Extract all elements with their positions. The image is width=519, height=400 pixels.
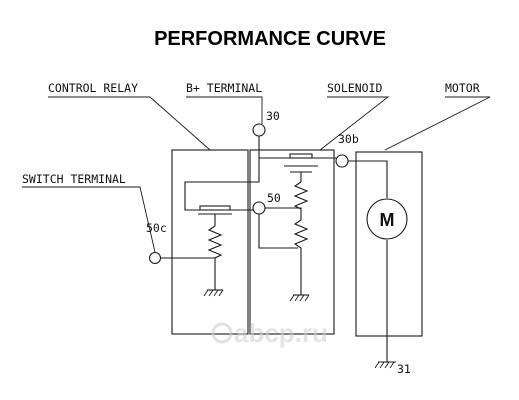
- solenoid-hold-in-coil: [293, 207, 309, 295]
- terminal-30: [252, 123, 266, 137]
- terminal-30b: [335, 154, 349, 168]
- terminal-50c: [148, 251, 162, 265]
- control-relay-box: [171, 149, 249, 335]
- terminal-50: [252, 201, 266, 215]
- motor-symbol: M: [380, 210, 395, 230]
- motor-ground-icon: [374, 361, 396, 369]
- relay-contact: [198, 205, 232, 226]
- b-terminal-label: B+ TERMINAL: [186, 81, 262, 95]
- solenoid-box: [249, 149, 335, 335]
- terminal-30b-label: 30b: [338, 132, 359, 146]
- solenoid-contact: [284, 153, 318, 182]
- terminal-31-label: 31: [397, 362, 411, 376]
- solenoid-ground-icon: [289, 294, 310, 302]
- wiring: [160, 136, 388, 362]
- control-relay-label: CONTROL RELAY: [48, 81, 138, 95]
- terminal-50-label: 50: [267, 191, 281, 205]
- motor-icon: [366, 198, 408, 240]
- relay-ground-icon: [203, 289, 224, 297]
- diagram-title: PERFORMANCE CURVE: [154, 28, 386, 50]
- solenoid-label: SOLENOID: [327, 81, 382, 95]
- terminal-50c-label: 50c: [146, 221, 167, 235]
- switch-terminal-label: SWITCH TERMINAL: [22, 172, 126, 186]
- watermark-logo: abcp.ru: [211, 318, 328, 348]
- watermark-text: abcp.ru: [234, 318, 328, 348]
- motor-label: MOTOR: [445, 81, 480, 95]
- leader-lines: [22, 96, 491, 253]
- relay-coil: [207, 225, 223, 290]
- solenoid-pull-in-coil: [293, 181, 309, 210]
- motor-box: [355, 151, 423, 337]
- terminal-30-label: 30: [266, 109, 280, 123]
